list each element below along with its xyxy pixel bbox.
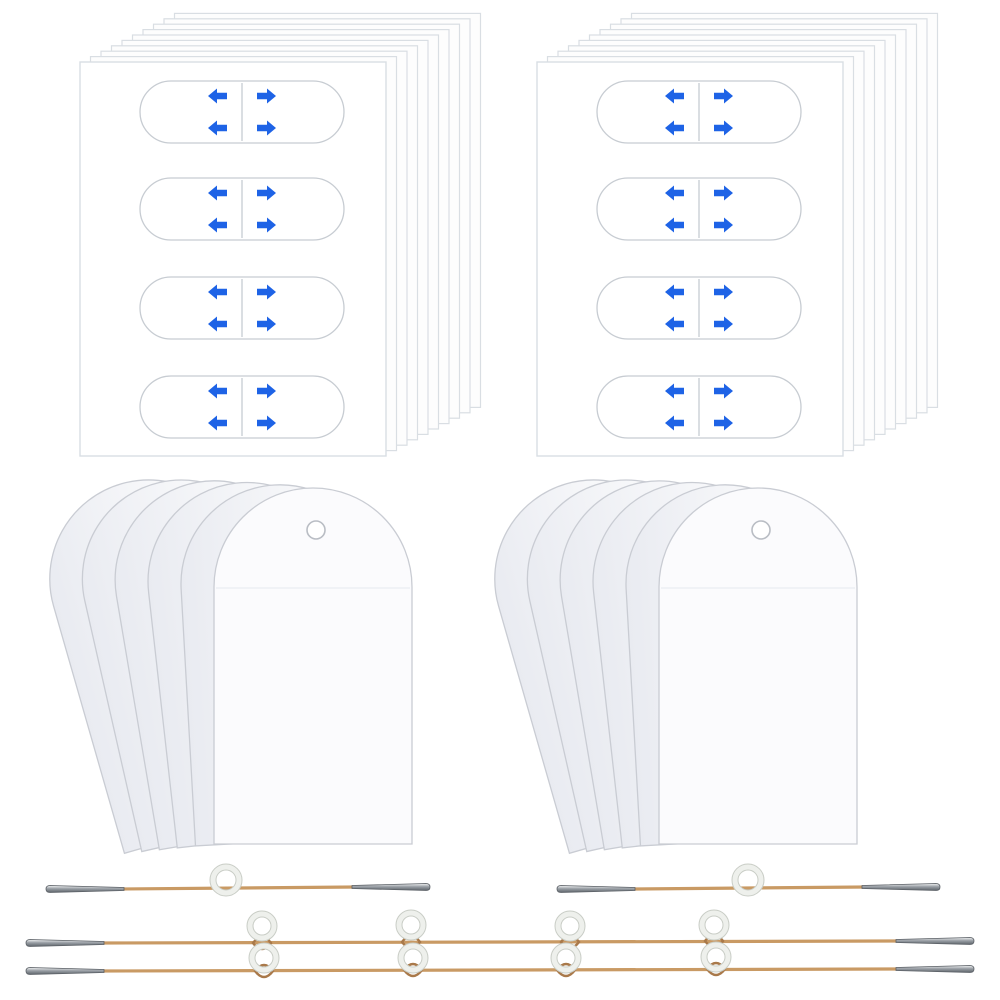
clip-body: [351, 883, 431, 891]
front-tag: [658, 487, 858, 845]
adhesive-strip: [596, 80, 802, 144]
arrow-left-icon: [208, 316, 227, 332]
blank-tag-stack-right: [494, 479, 858, 855]
adhesive-strip: [139, 80, 345, 144]
elastic-cord: [556, 863, 941, 897]
metal-clip: [25, 967, 105, 975]
plastic-ring: [246, 910, 278, 942]
adhesive-sheet-stack-right: [536, 12, 939, 457]
metal-clip: [861, 883, 941, 891]
ring-inner: [699, 910, 729, 940]
arrow-right-icon: [257, 383, 276, 399]
metal-clip: [895, 965, 975, 973]
arrow-left-icon: [208, 415, 227, 431]
adhesive-sheet-stack-left: [79, 12, 482, 457]
plastic-ring: [700, 941, 732, 973]
metal-clip: [895, 937, 975, 945]
clip-body: [861, 883, 941, 891]
ring-inner: [555, 911, 585, 941]
tags-layer: [49, 479, 858, 855]
clip-body: [25, 939, 105, 947]
metal-clip: [556, 885, 636, 893]
clip-body: [556, 885, 636, 893]
adhesive-strip: [139, 375, 345, 439]
arrow-left-icon: [665, 316, 684, 332]
elastic-cord: [45, 863, 431, 897]
metal-clip: [351, 883, 431, 891]
arrow-right-icon: [257, 88, 276, 104]
ring-inner: [551, 943, 581, 973]
plastic-ring: [698, 909, 730, 941]
elastic-cord: [25, 941, 975, 979]
arrow-right-icon: [714, 415, 733, 431]
front-sheet: [536, 61, 844, 457]
arrow-left-icon: [665, 415, 684, 431]
arrow-right-icon: [714, 88, 733, 104]
adhesive-strip: [139, 177, 345, 241]
arrow-right-icon: [714, 185, 733, 201]
tag-hole: [306, 520, 326, 540]
metal-clip: [45, 885, 125, 893]
adhesive-strip: [139, 276, 345, 340]
arrow-right-icon: [257, 120, 276, 136]
adhesive-strip: [596, 177, 802, 241]
plastic-ring: [550, 942, 582, 974]
arrow-right-icon: [257, 316, 276, 332]
plastic-ring: [731, 863, 765, 897]
plastic-ring: [554, 910, 586, 942]
arrow-right-icon: [257, 415, 276, 431]
adhesive-sheets-layer: [79, 12, 939, 457]
tag-body: [213, 487, 413, 845]
elastic-cord: [25, 909, 975, 951]
arrow-left-icon: [208, 383, 227, 399]
clip-body: [45, 885, 125, 893]
plastic-ring: [397, 942, 429, 974]
clip-body: [895, 937, 975, 945]
ring-inner: [249, 943, 279, 973]
adhesive-strip: [596, 375, 802, 439]
arrow-right-icon: [257, 217, 276, 233]
arrow-right-icon: [714, 316, 733, 332]
front-sheet: [79, 61, 387, 457]
arrow-left-icon: [208, 284, 227, 300]
arrow-left-icon: [665, 120, 684, 136]
plastic-ring: [209, 863, 243, 897]
arrow-right-icon: [714, 217, 733, 233]
arrow-left-icon: [665, 185, 684, 201]
cords-layer: [25, 863, 975, 979]
plastic-ring: [248, 942, 280, 974]
cord-strand: [98, 967, 902, 973]
arrow-left-icon: [208, 88, 227, 104]
arrow-right-icon: [257, 284, 276, 300]
metal-clip: [25, 939, 105, 947]
arrow-right-icon: [714, 383, 733, 399]
arrow-left-icon: [208, 217, 227, 233]
arrow-left-icon: [665, 88, 684, 104]
cord-strand: [629, 885, 868, 891]
arrow-left-icon: [208, 120, 227, 136]
ring-inner: [210, 864, 242, 896]
arrow-left-icon: [665, 217, 684, 233]
clip-body: [895, 965, 975, 973]
arrow-left-icon: [665, 383, 684, 399]
front-tag: [213, 487, 413, 845]
plastic-ring: [395, 909, 427, 941]
adhesive-strip: [596, 276, 802, 340]
arrow-left-icon: [665, 284, 684, 300]
arrow-right-icon: [714, 284, 733, 300]
blank-tag-stack-left: [49, 479, 413, 855]
ring-inner: [701, 942, 731, 972]
arrow-right-icon: [714, 120, 733, 136]
tag-hole: [751, 520, 771, 540]
ring-inner: [398, 943, 428, 973]
clip-body: [25, 967, 105, 975]
tag-body: [658, 487, 858, 845]
cord-strand: [98, 939, 902, 945]
ring-inner: [247, 911, 277, 941]
arrow-left-icon: [208, 185, 227, 201]
ring-inner: [732, 864, 764, 896]
ring-inner: [396, 910, 426, 940]
arrow-right-icon: [257, 185, 276, 201]
